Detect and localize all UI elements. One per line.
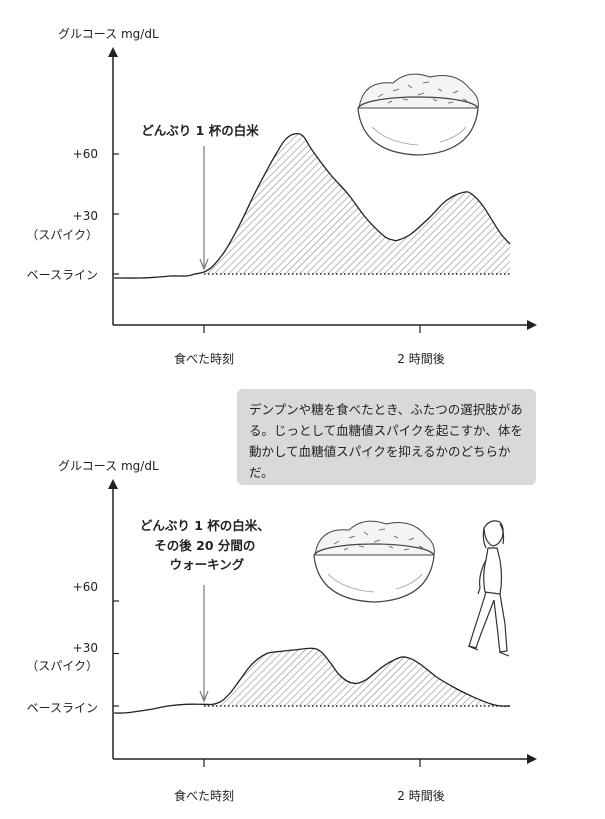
glucose-curve	[113, 647, 511, 714]
spike-area	[204, 648, 510, 707]
explanation-note: デンプンや糖を食べたとき、ふたつの選択肢がある。じっとして血糖値スパイクを起こす…	[237, 389, 536, 485]
annotation-arrowhead	[199, 258, 209, 271]
tick-label-baseline: ベースライン	[27, 701, 98, 715]
spike-area	[204, 133, 510, 274]
rice-bowl-icon	[357, 73, 479, 156]
x-tick-label-eat: 食べた時刻	[174, 351, 234, 366]
tick-label-30: +30	[73, 641, 98, 655]
x-axis-arrow	[527, 754, 537, 764]
x-tick-label-2h: 2 時間後	[397, 789, 444, 803]
tick-label-60: +60	[73, 147, 98, 161]
annotation-rice-walk: どんぶり 1 杯の白米、 その後 20 分間の ウォーキング	[140, 518, 274, 572]
chart-bottom: グルコース mg/dL +60 +30 （スパイク） ベースライン 食べた時刻 …	[26, 459, 537, 803]
y-axis-title: グルコース mg/dL	[58, 27, 159, 41]
annotation-rice: どんぶり 1 杯の白米	[141, 123, 259, 138]
tick-label-30: +30	[73, 209, 98, 223]
y-axis-arrow	[108, 47, 118, 57]
annotation-arrowhead	[199, 690, 209, 703]
x-axis-arrow	[527, 320, 537, 330]
glucose-curve	[113, 132, 511, 279]
walking-person-icon	[467, 520, 510, 657]
chart-top: グルコース mg/dL +60 +30 （スパイク） ベースライン 食べた時刻 …	[26, 27, 537, 366]
x-tick-label-2h: 2 時間後	[397, 352, 444, 366]
tick-sublabel-spike: （スパイク）	[26, 228, 98, 242]
tick-label-baseline: ベースライン	[27, 268, 98, 282]
rice-bowl-icon	[313, 520, 435, 603]
y-axis-title: グルコース mg/dL	[58, 459, 159, 473]
x-tick-label-eat: 食べた時刻	[174, 788, 234, 803]
y-axis-arrow	[108, 479, 118, 489]
tick-label-60: +60	[73, 580, 98, 594]
tick-sublabel-spike: （スパイク）	[26, 659, 98, 673]
